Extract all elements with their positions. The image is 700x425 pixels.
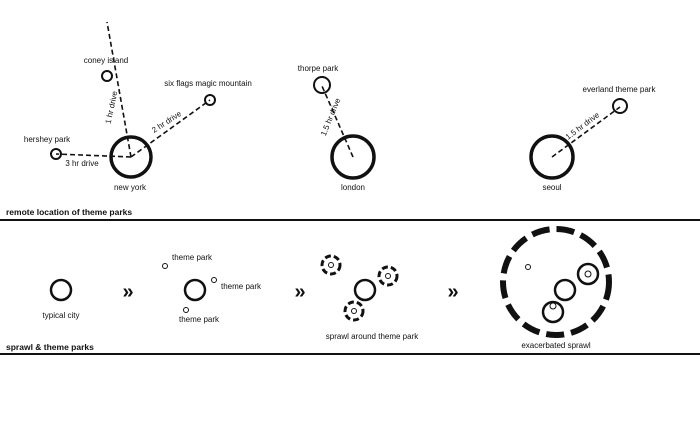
stage-theme-parks: theme park theme park theme park <box>162 253 262 324</box>
thorpe-connector <box>321 85 354 158</box>
london-city-circle <box>330 134 376 180</box>
hershey-park-circle <box>50 148 62 160</box>
bottom-section-caption: sprawl & theme parks <box>6 342 94 352</box>
london-label: london <box>341 183 365 192</box>
stage-typical-city: typical city <box>43 278 80 320</box>
new-york-label: new york <box>114 183 147 192</box>
stage2-park-b-circle <box>211 277 217 283</box>
coney-drive-label: 1 hr drive <box>104 90 120 125</box>
stage3-park-a-circle <box>328 262 334 268</box>
hershey-park-label: hershey park <box>24 135 71 144</box>
everland-label: everland theme park <box>583 85 657 94</box>
stage2-park-a-circle <box>162 263 168 269</box>
arrow-1: » <box>122 281 133 303</box>
stage4-label: exacerbated sprawl <box>521 341 591 350</box>
stage4-park-b-circle <box>549 302 557 310</box>
stage3-sprawl-a-circle <box>320 254 342 276</box>
new-york-city-circle <box>109 135 153 179</box>
stage4-sprawl-b-circle <box>541 300 565 324</box>
everland-circle <box>612 98 628 114</box>
everland-drive-label: 1.5 hr drive <box>564 110 602 142</box>
stage2-park-c-circle <box>183 307 189 313</box>
seoul-group: everland theme park seoul 1.5 hr drive <box>529 85 657 192</box>
six-flags-circle <box>204 94 216 106</box>
arrow-3: » <box>447 281 458 303</box>
everland-connector <box>551 106 621 158</box>
stage2-park-a-label: theme park <box>172 253 213 262</box>
six-flags-label: six flags magic mountain <box>164 79 252 88</box>
stage-sprawl: sprawl around theme park <box>320 254 419 341</box>
six-flags-connector <box>130 99 211 158</box>
seoul-city-circle <box>529 134 575 180</box>
top-section-caption: remote location of theme parks <box>6 207 132 217</box>
stage2-city-circle <box>183 278 207 302</box>
stage3-sprawl-c-circle <box>343 300 365 322</box>
thorpe-park-circle <box>313 76 331 94</box>
new-york-group: coney island six flags magic mountain he… <box>24 21 252 192</box>
seoul-label: seoul <box>542 183 561 192</box>
stage4-city-circle <box>553 278 577 302</box>
stage3-label: sprawl around theme park <box>326 332 419 341</box>
stage4-sprawl-a-circle <box>576 262 600 286</box>
stage2-park-c-label: theme park <box>179 315 220 324</box>
stage3-park-c-circle <box>351 308 357 314</box>
coney-island-label: coney island <box>84 56 128 65</box>
typical-city-circle <box>49 278 73 302</box>
london-group: thorpe park london 1.5 hr drive <box>298 64 376 192</box>
stage3-sprawl-b-circle <box>377 265 399 287</box>
exacerbated-sprawl-ring <box>500 226 612 338</box>
stage3-park-b-circle <box>385 273 391 279</box>
arrow-2: » <box>294 281 305 303</box>
stage4-park-c-circle <box>525 264 531 270</box>
thorpe-park-label: thorpe park <box>298 64 339 73</box>
hershey-connector <box>55 153 132 158</box>
stage3-city-circle <box>353 278 377 302</box>
typical-city-label: typical city <box>43 311 80 320</box>
coney-connector <box>106 21 132 158</box>
thorpe-drive-label: 1.5 hr drive <box>319 96 343 137</box>
stage2-park-b-label: theme park <box>221 282 262 291</box>
stage-exacerbated-sprawl: exacerbated sprawl <box>500 226 612 350</box>
coney-island-circle <box>101 70 113 82</box>
stage4-park-a-circle <box>584 270 592 278</box>
hershey-drive-label: 3 hr drive <box>65 159 99 168</box>
